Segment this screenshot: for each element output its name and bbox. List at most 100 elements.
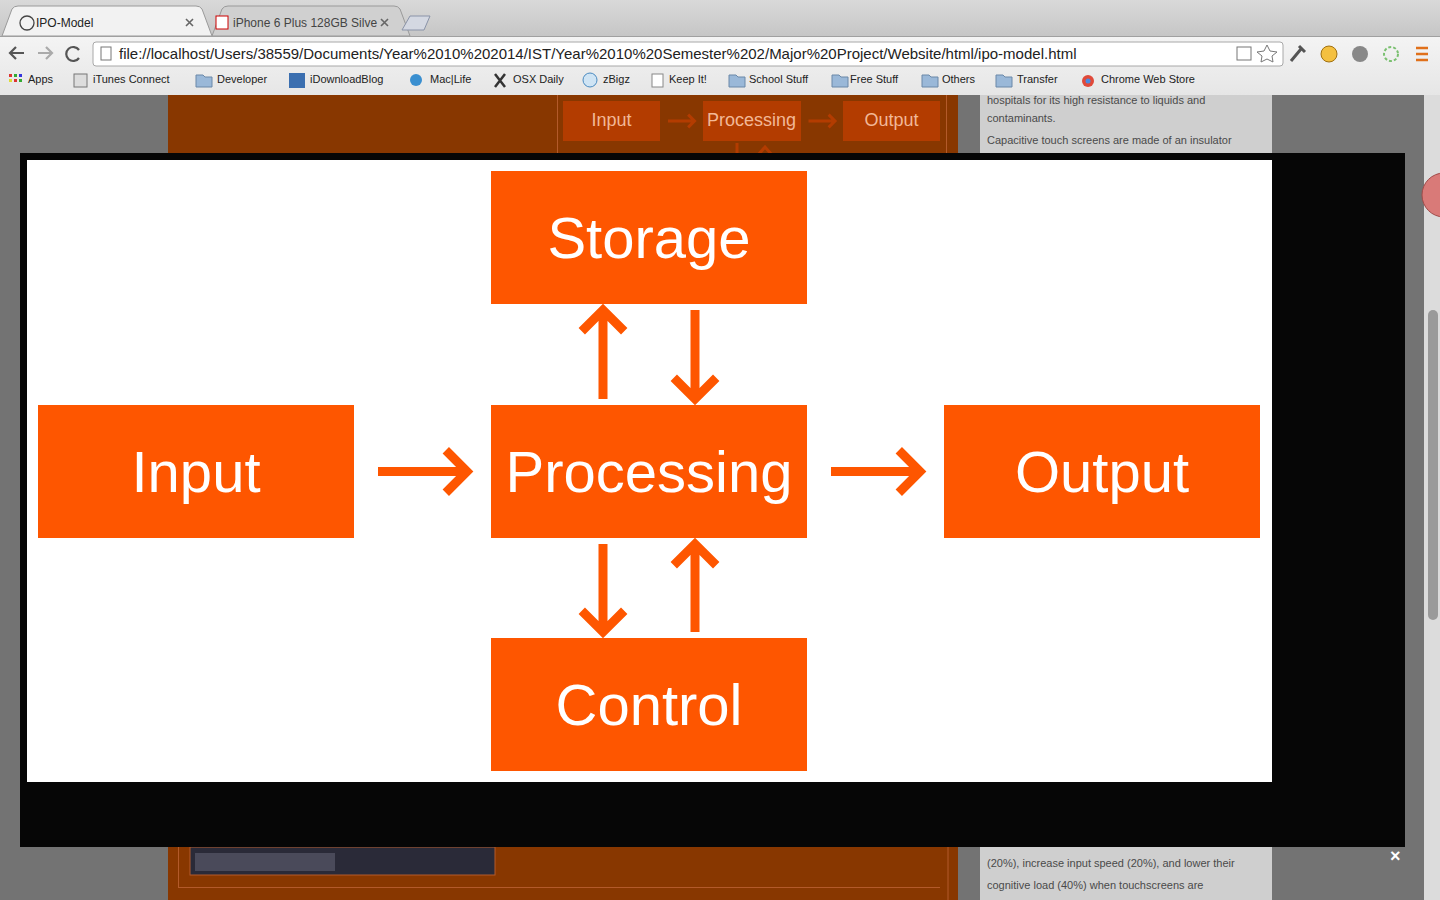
thumbnail-frame: [557, 95, 558, 155]
bookmark-icon: [1082, 75, 1094, 87]
bookmark-label: School Stuff: [749, 73, 808, 86]
browser-text: file://localhost/Users/38559/Documents/Y…: [119, 45, 1076, 63]
tab-favicon: [216, 16, 228, 29]
box-label: Input: [132, 440, 261, 504]
apps-icon: [14, 79, 17, 82]
arrow-path: [582, 544, 624, 632]
toolbar: [0, 36, 1440, 95]
flow-arrow: [674, 310, 716, 399]
arrow-path: [831, 450, 920, 492]
bookmark-icon: [1086, 79, 1091, 84]
bookmark-label: OSX Daily: [513, 73, 564, 86]
bookmark-icon: [495, 74, 505, 87]
reload-button: [66, 47, 79, 61]
frame-line: [178, 847, 179, 887]
close-button: ×: [1390, 846, 1401, 868]
arrow-path: [582, 310, 624, 399]
flow-arrow: [809, 115, 836, 128]
process-box: Output: [944, 405, 1260, 538]
tab-favicon: [20, 16, 34, 30]
box-label: Processing: [506, 440, 793, 504]
process-box: Control: [491, 638, 807, 771]
arrow-path: [378, 450, 467, 492]
arrow-path: [674, 544, 716, 632]
thumbnail-image: [195, 853, 335, 871]
bookmark-icon: [410, 74, 422, 86]
arrow-path: [668, 115, 695, 128]
page-text: Capacitive touch screens are made of an …: [987, 134, 1232, 147]
folder-icon: [832, 75, 848, 87]
box-label: Input: [591, 111, 631, 131]
folder-icon: [922, 75, 938, 87]
process-box: Input: [563, 101, 660, 141]
process-box: Processing: [491, 405, 807, 538]
forward-button: [38, 47, 52, 59]
wrench-icon: [1291, 46, 1305, 61]
menu-icon: [1416, 48, 1428, 60]
thumbnail-frame: [946, 95, 947, 155]
apps-icon: [19, 79, 22, 82]
bookmark-label: Transfer: [1017, 73, 1058, 86]
bookmark-label: Mac|Life: [430, 73, 471, 86]
extension-icon: [1384, 47, 1398, 61]
active-tab: [2, 6, 212, 36]
box-label: Processing: [707, 111, 796, 131]
flow-arrow: [674, 544, 716, 632]
inactive-tab: [212, 6, 410, 36]
box-label: Output: [1015, 440, 1189, 504]
toolbar-border: [0, 36, 1440, 37]
tab-strip: [0, 0, 1440, 36]
bookmark-label: Others: [942, 73, 975, 86]
page-text: cognitive load (40%) when touchscreens a…: [987, 879, 1203, 892]
folder-icon: [996, 75, 1012, 87]
browser-text: iPhone 6 Plus 128GB Silve: [233, 16, 377, 30]
bookmark-label: Apps: [28, 73, 53, 86]
process-box: Output: [843, 101, 940, 141]
bookmark-icon: [583, 73, 597, 87]
page-icon: [101, 47, 111, 60]
arrow-path: [674, 310, 716, 399]
tab-close-icon: [381, 19, 388, 26]
box-label: Output: [864, 111, 918, 131]
box-label: Control: [556, 673, 743, 737]
page-text: contaminants.: [987, 112, 1055, 125]
process-box: Storage: [491, 171, 807, 304]
floating-button: [1422, 173, 1440, 217]
frame-line: [178, 887, 940, 888]
page-text: (20%), increase input speed (20%), and l…: [987, 857, 1235, 870]
bookmark-label: zBigz: [603, 73, 630, 86]
apps-icon: [9, 79, 12, 82]
flow-arrow: [831, 450, 920, 492]
browser-text: IPO-Model: [36, 16, 93, 30]
bookmark-label: iDownloadBlog: [310, 73, 383, 86]
extension-icon: [1352, 46, 1368, 62]
apps-icon: [14, 74, 17, 77]
folder-icon: [729, 75, 745, 87]
page-text: hospitals for its high resistance to liq…: [987, 94, 1205, 107]
thumbnail-image: [190, 847, 495, 875]
new-tab-button: [402, 16, 430, 30]
address-bar: [93, 42, 1283, 66]
process-box: Input: [38, 405, 354, 538]
flow-arrow: [378, 450, 467, 492]
reader-icon: [1237, 47, 1251, 60]
bookmark-label: Keep It!: [669, 73, 707, 86]
apps-icon: [19, 74, 22, 77]
flow-arrow: [582, 310, 624, 399]
folder-icon: [196, 75, 212, 87]
flow-arrow: [668, 115, 695, 128]
bookmark-icon: [652, 74, 663, 87]
bookmark-icon: [74, 74, 87, 87]
process-box: Processing: [703, 101, 801, 141]
apps-icon: [9, 74, 12, 77]
bookmark-label: iTunes Connect: [93, 73, 170, 86]
star-icon: [1257, 45, 1277, 62]
scrollbar-thumb: [1428, 310, 1438, 620]
frame-line: [948, 847, 949, 900]
back-button: [10, 47, 24, 59]
tab-close-icon: [186, 19, 193, 26]
box-label: Storage: [547, 206, 750, 270]
bookmark-label: Chrome Web Store: [1101, 73, 1195, 86]
bookmark-icon: [289, 73, 305, 88]
